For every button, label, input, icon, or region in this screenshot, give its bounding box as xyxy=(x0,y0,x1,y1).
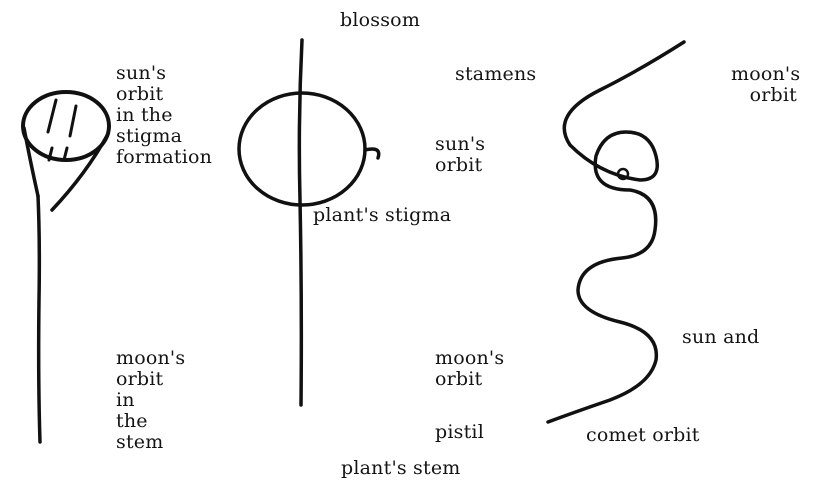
label-line: sun's xyxy=(116,63,212,84)
label-pistil: pistil xyxy=(435,422,484,443)
label-line: orbit xyxy=(116,369,185,390)
stigma-formation-figure xyxy=(23,92,109,442)
label-moons-orbit-stem: moon's orbit in the stem xyxy=(116,348,185,453)
label-line: orbit xyxy=(116,84,212,105)
label-line: moon's xyxy=(435,348,504,369)
moon-orbit-figure xyxy=(548,42,684,422)
label-suns-orbit-stigma: sun's orbit in the stigma formation xyxy=(116,63,212,168)
label-line: the xyxy=(116,411,185,432)
orbit-tail xyxy=(365,149,379,158)
funnel-hatch-2 xyxy=(70,106,76,136)
label-line: sun's xyxy=(435,134,485,155)
label-line: stigma xyxy=(116,126,212,147)
label-line: in xyxy=(116,390,185,411)
funnel-left-side xyxy=(24,128,38,196)
label-line: moon's xyxy=(116,348,185,369)
label-blossom: blossom xyxy=(340,10,420,31)
stem-line-left xyxy=(38,196,40,442)
sun-orbit-circle xyxy=(239,93,365,205)
label-sun-and: sun and xyxy=(682,327,759,348)
label-line: formation xyxy=(116,147,212,168)
label-stamens: stamens xyxy=(455,64,536,85)
label-line: orbit xyxy=(435,369,504,390)
label-moons-orbit-right: moon's orbit xyxy=(731,64,797,106)
label-plants-stem: plant's stem xyxy=(341,458,461,479)
label-line: moon's xyxy=(731,64,797,85)
label-suns-orbit-middle: sun's orbit xyxy=(435,134,485,176)
label-comet-orbit: comet orbit xyxy=(586,425,700,446)
label-line: stem xyxy=(116,432,185,453)
label-line: in the xyxy=(116,105,212,126)
label-plants-stigma: plant's stigma xyxy=(313,205,451,226)
label-line: orbit xyxy=(731,85,797,106)
label-moons-orbit-middle: moon's orbit xyxy=(435,348,504,390)
label-line: orbit xyxy=(435,155,485,176)
funnel-right-side xyxy=(52,134,108,210)
moon-orbit-wave xyxy=(548,42,684,422)
funnel-hatch-1 xyxy=(48,100,56,132)
